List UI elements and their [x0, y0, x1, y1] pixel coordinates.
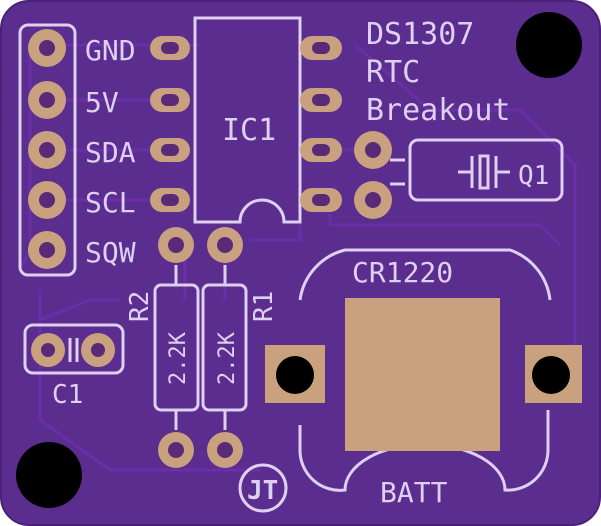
header-pin-sqw	[28, 231, 66, 269]
pin-header	[18, 23, 77, 277]
header-pin-sda	[28, 131, 66, 169]
logo-text: JT	[247, 476, 278, 506]
pin-label-scl: SCL	[85, 186, 136, 219]
battery-holder	[265, 248, 582, 492]
pin-label-5v: 5V	[85, 86, 119, 119]
title-line-1: DS1307	[366, 17, 474, 52]
capacitor-c1	[23, 323, 125, 375]
resistor-r2	[153, 227, 200, 468]
mounting-hole-bottom-left	[16, 442, 82, 508]
capacitor-label: C1	[52, 380, 83, 410]
ic1-footprint	[150, 16, 342, 224]
pin-label-sqw: SQW	[85, 236, 136, 269]
resistor-r1-ref: R1	[249, 291, 279, 322]
pin-label-gnd: GND	[85, 34, 136, 67]
header-pin-scl	[28, 181, 66, 219]
mounting-hole-top-right	[516, 12, 582, 78]
header-pin-5v	[28, 81, 66, 119]
pin-label-sda: SDA	[85, 136, 136, 169]
crystal-label: Q1	[518, 161, 549, 191]
battery-label: BATT	[380, 476, 448, 509]
header-pin-gnd	[28, 29, 66, 67]
title-line-2: RTC	[366, 55, 420, 90]
battery-type-label: CR1220	[352, 256, 453, 289]
resistor-r1-value: 2.2K	[215, 331, 240, 385]
crystal-q1	[354, 131, 564, 219]
battery-contact-pad	[345, 298, 500, 451]
resistor-r2-ref: R2	[125, 291, 155, 322]
logo: JT	[238, 463, 288, 513]
resistor-r1	[201, 227, 248, 468]
ic1-label: IC1	[222, 113, 276, 148]
title-line-3: Breakout	[366, 93, 511, 128]
resistor-r2-value: 2.2K	[166, 331, 191, 385]
